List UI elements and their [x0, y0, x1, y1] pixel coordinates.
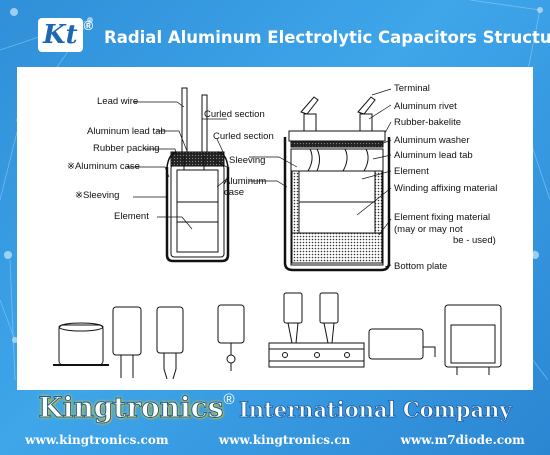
label-aluminum-lead-tab-small: Aluminum lead tab: [87, 126, 166, 137]
small-capacitor-drawing: [165, 87, 230, 263]
label-aluminum-rivet: Aluminum rivet: [394, 101, 457, 112]
company-name-suffix: International Company: [238, 397, 512, 423]
diagram-panel: Lead wire Curled section Aluminum lead t…: [17, 67, 533, 390]
label-aluminum-case-2: case: [224, 187, 244, 198]
logo-registered-mark: ®: [83, 18, 94, 33]
label-terminal: Terminal: [394, 83, 430, 94]
label-rubber-bakelite: Rubber-bakelite: [394, 117, 461, 128]
label-rubber-packing: Rubber packing: [93, 143, 160, 154]
label-element-fixing-material: Element fixing material: [394, 212, 490, 223]
company-name: Kingtronics® International Company: [0, 391, 550, 425]
url-m7diode-com[interactable]: www.m7diode.com: [400, 433, 525, 447]
company-name-main: Kingtronics: [38, 391, 224, 425]
large-capacitor-drawing: [283, 96, 391, 272]
url-bar: www.kingtronics.com www.kingtronics.cn w…: [0, 433, 550, 447]
label-aluminum-lead-tab-large: Aluminum lead tab: [394, 150, 473, 161]
label-curled-section-1: Curled section: [204, 109, 265, 120]
logo-text: Kt: [38, 18, 83, 52]
kt-logo: Kt ®: [38, 18, 93, 54]
label-element-large: Element: [394, 166, 429, 177]
header: Kt ® Radial Aluminum Electrolytic Capaci…: [0, 0, 550, 64]
label-sleeving-note: ※Sleeving: [75, 190, 119, 201]
url-kingtronics-cn[interactable]: www.kingtronics.cn: [218, 433, 351, 447]
product-variants-drawing: [53, 292, 502, 380]
label-bottom-plate: Bottom plate: [394, 261, 447, 272]
label-winding-affixing-material: Winding affixing material: [394, 183, 497, 194]
capacitor-structure-diagram: Lead wire Curled section Aluminum lead t…: [53, 83, 502, 380]
diagram-labels: Lead wire Curled section Aluminum lead t…: [67, 83, 497, 272]
label-aluminum-case: Aluminum: [224, 176, 266, 187]
label-curled-section-2: Curled section: [213, 131, 274, 142]
label-lead-wire: Lead wire: [97, 96, 138, 107]
label-may-or-may-not: (may or may not: [394, 224, 463, 235]
label-aluminum-washer: Aluminum washer: [394, 135, 470, 146]
label-aluminum-case-note: ※Aluminum case: [67, 161, 140, 172]
label-element-small: Element: [114, 211, 149, 222]
url-kingtronics-com[interactable]: www.kingtronics.com: [25, 433, 169, 447]
label-be-used: be - used): [453, 235, 496, 246]
label-sleeving: Sleeving: [229, 155, 265, 166]
page-title: Radial Aluminum Electrolytic Capacitors …: [104, 28, 550, 47]
company-registered-mark: ®: [223, 391, 235, 408]
